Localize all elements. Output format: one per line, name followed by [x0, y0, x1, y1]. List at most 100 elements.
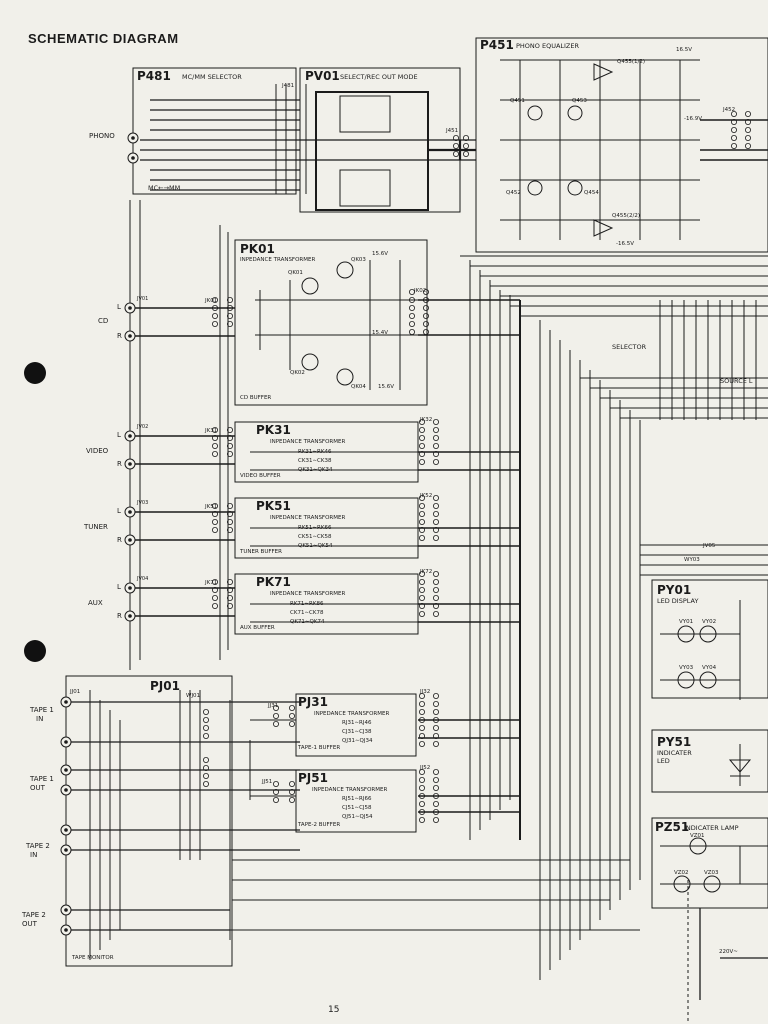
qk03-label: QK03 [351, 257, 366, 263]
connector-pin [226, 595, 233, 602]
connector-pin [432, 458, 439, 465]
block-pz51-id: PZ51 [655, 820, 690, 834]
connector-pin [418, 611, 425, 618]
connector-pin [211, 296, 218, 303]
connector-pin [202, 773, 209, 780]
connector-pin [418, 418, 425, 425]
mc-mm-switch-label: MC←→MM [148, 184, 181, 192]
connector-pin [226, 527, 233, 534]
connector-pin [211, 450, 218, 457]
block-p481-outline [132, 67, 297, 195]
connector-pin [408, 296, 415, 303]
binder-hole-bottom [24, 640, 46, 662]
connector-jk31: JK31 [205, 428, 218, 434]
connector-pin [422, 288, 429, 295]
connector-pin [418, 717, 425, 724]
connector-j452: J452 [723, 107, 736, 113]
connector-pin [226, 579, 233, 586]
connector-pin [288, 705, 295, 712]
connector-pin [202, 781, 209, 788]
connector-pin [418, 793, 425, 800]
block-pk51-part-2: QK51∼QK54 [298, 543, 333, 549]
tape2-out-label-b: OUT [22, 920, 37, 928]
connector-jv02: JV02 [137, 424, 149, 430]
tape1-in-label-b: IN [36, 715, 44, 723]
connector-pin [288, 721, 295, 728]
connector-pin [211, 320, 218, 327]
connector-pin [432, 777, 439, 784]
block-pj31-part-0: RJ31∼RJ46 [342, 720, 372, 726]
connector-pin [202, 709, 209, 716]
connector-pin [432, 603, 439, 610]
connector-pin [745, 142, 752, 149]
connector-pin [272, 713, 279, 720]
tape1-out-label-b: OUT [30, 784, 45, 792]
connector-pin [418, 769, 425, 776]
block-p481-id: P481 [137, 69, 171, 83]
connector-pin [226, 312, 233, 319]
connector-pin [731, 142, 738, 149]
connector-pin [202, 733, 209, 740]
input-phono-label: PHONO [89, 132, 115, 140]
connector-pin [432, 611, 439, 618]
connector-pin [432, 510, 439, 517]
connector-pin [226, 442, 233, 449]
connector-pin [418, 579, 425, 586]
connector-pin [432, 587, 439, 594]
cd-left-label: L [117, 303, 121, 311]
qk01-label: QK01 [288, 270, 303, 276]
connector-pin [432, 494, 439, 501]
block-pk71-part-1: CK71∼CK78 [290, 610, 324, 616]
voltage-pk01-top: 15.6V [372, 251, 389, 257]
block-pj51-id: PJ51 [298, 771, 328, 785]
block-py51-name2: LED [657, 757, 670, 765]
connector-pin [432, 502, 439, 509]
block-p451-outline [475, 37, 768, 253]
block-py01-id: PY01 [657, 583, 692, 597]
connector-pin [422, 320, 429, 327]
lamp-vz01-label: VZ01 [690, 833, 705, 839]
connector-pin [418, 693, 425, 700]
block-pk51-id: PK51 [256, 499, 291, 513]
block-pk31-id: PK31 [256, 423, 291, 437]
connector-jj01: JJ01 [70, 689, 81, 695]
connector-pin [418, 510, 425, 517]
connector-pin [422, 328, 429, 335]
q454-label: Q454 [584, 190, 599, 196]
block-pj51-part-1: CJ51∼CJ58 [342, 805, 372, 811]
connector-pin [418, 603, 425, 610]
block-pz51-outline [651, 817, 768, 909]
block-pv01-id: PV01 [305, 69, 340, 83]
connector-pin [202, 757, 209, 764]
block-pk31-part-1: CK31∼CK38 [298, 458, 332, 464]
connector-pin [452, 150, 459, 157]
aux-left-label: L [117, 583, 121, 591]
connector-pin [418, 527, 425, 534]
connector-pin [418, 426, 425, 433]
block-py01-name: LED DISPLAY [657, 597, 699, 605]
connector-jk02: JK02 [414, 288, 427, 294]
connector-jv03: JV03 [137, 500, 149, 506]
block-pk31-part-2: QK31∼QK34 [298, 467, 333, 473]
connector-pin [418, 571, 425, 578]
connector-pin [731, 127, 738, 134]
input-cd-label: CD [98, 317, 109, 325]
connector-pin [418, 535, 425, 542]
connector-pin [462, 150, 469, 157]
cd-right-label: R [117, 332, 122, 340]
connector-pin [418, 817, 425, 824]
connector-jk51: JK51 [205, 504, 218, 510]
connector-pin [408, 304, 415, 311]
input-aux-label: AUX [88, 599, 103, 607]
connector-pin [288, 713, 295, 720]
led-vy04-label: VY04 [702, 665, 717, 671]
connector-pin [432, 717, 439, 724]
block-pk71-part-2: QK71∼QK74 [290, 619, 325, 625]
connector-pin [745, 134, 752, 141]
block-py51-id: PY51 [657, 735, 692, 749]
connector-pin [432, 785, 439, 792]
tuner-right-label: R [117, 536, 122, 544]
connector-pin [432, 535, 439, 542]
block-pk01-id: PK01 [240, 242, 275, 256]
qk04-label: QK04 [351, 384, 366, 390]
